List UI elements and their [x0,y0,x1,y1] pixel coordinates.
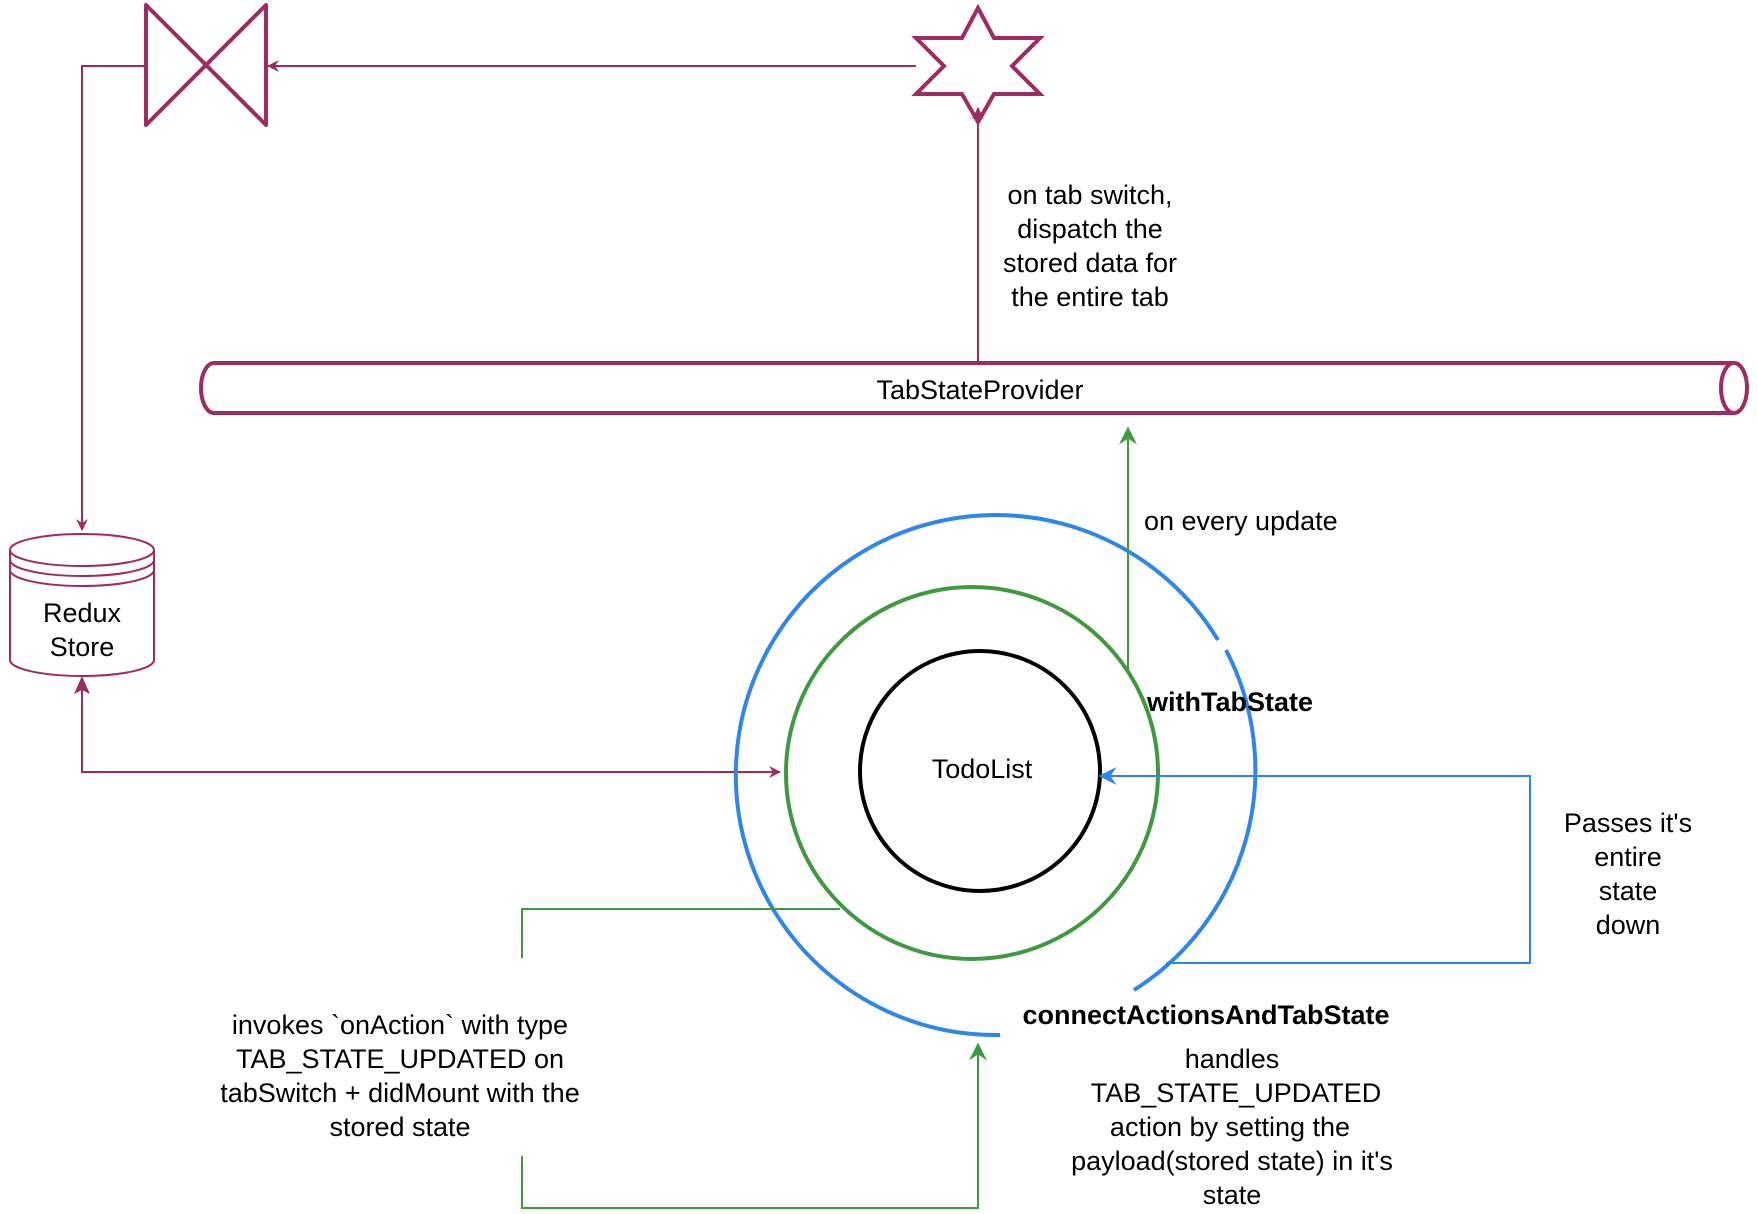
with-tab-state-ring [733,513,1258,1038]
label-handles-line-3: action by setting the [1110,1112,1350,1142]
edge-bowtie-to-store [76,65,146,531]
tab-state-provider-pipe: TabStateProvider [199,361,1749,415]
label-invokes-line-4: stored state [329,1112,470,1142]
edge-store-to-connect [81,684,781,778]
tab-state-provider-label: TabStateProvider [876,375,1083,405]
label-tab-switch-line-1: on tab switch, [1007,180,1172,210]
redux-store-cylinder: Redux Store [9,533,155,677]
label-invokes-line-1: invokes `onAction` with type [232,1010,568,1040]
label-passes-state-line-1: Passes it's [1564,808,1692,838]
edge-passes-state-down [1098,767,1531,964]
label-tab-switch-line-3: stored data for [1003,248,1177,278]
label-handles-line-5: state [1203,1180,1262,1210]
pipe-end-cap [1719,361,1735,415]
connect-actions-ring-circle [784,585,1160,961]
label-tab-switch-line-2: dispatch the [1017,214,1163,244]
label-handles-line-4: payload(stored state) in it's [1071,1146,1393,1176]
todo-list-label: TodoList [932,754,1033,784]
label-handles-line-1: handles [1185,1044,1280,1074]
label-every-update: on every update [1144,506,1338,536]
edge-invoke-top [521,908,840,958]
label-passes-state-line-3: state [1599,876,1658,906]
label-passes-state-line-2: entire [1594,842,1662,872]
cylinder-ring-2 [9,569,155,587]
cylinder-top [9,533,155,567]
label-invokes-line-2: TAB_STATE_UPDATED on [236,1044,564,1074]
redux-store-label-line-1: Redux [43,598,122,628]
label-handles-line-2: TAB_STATE_UPDATED [1091,1078,1382,1108]
label-tab-switch-line-4: the entire tab [1011,282,1169,312]
label-invokes-line-3: tabSwitch + didMount with the [220,1078,579,1108]
label-passes-state-line-4: down [1596,910,1661,940]
store-arrowhead-up [74,676,90,694]
redux-store-label-line-2: Store [50,632,115,662]
cylinder-ring-1 [9,559,155,577]
connect-actions-label: connectActionsAndTabState [1022,1000,1389,1030]
with-tab-state-label: withTabState [1146,687,1313,717]
edge-invoke-bottom [521,1042,987,1209]
bowtie-shape [144,3,268,127]
star-shape [911,3,1045,127]
